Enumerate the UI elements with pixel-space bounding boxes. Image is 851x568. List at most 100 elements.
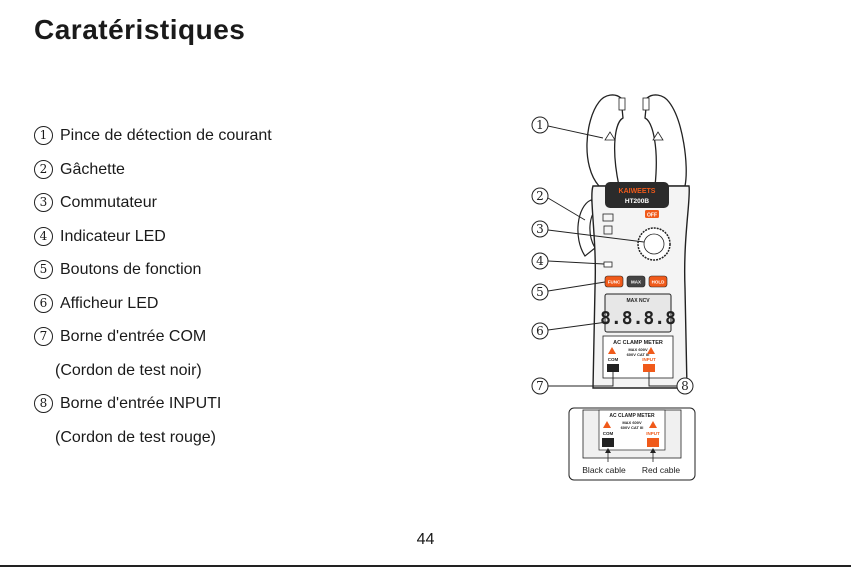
inset-panel-label: AC CLAMP METER <box>609 413 655 419</box>
feature-number: 7 <box>34 327 53 346</box>
inset-rating-line1: MAX 600V <box>622 420 642 425</box>
leader-line <box>648 372 677 387</box>
display-digits: 8.8.8.8 <box>600 308 676 329</box>
feature-number: 6 <box>34 293 53 313</box>
warning-triangle-icon <box>649 421 657 428</box>
feature-item-3: 3 Commutateur <box>34 191 272 225</box>
feature-item-1: 1 Pince de détection de courant <box>34 124 272 158</box>
page-title: Caratéristiques <box>34 14 246 45</box>
callout-5 <box>531 283 549 301</box>
feature-number: 4 <box>34 226 53 246</box>
func-button-label: FUNC <box>608 280 621 285</box>
callout-number: 7 <box>536 379 544 393</box>
inset-com-terminal <box>602 438 614 447</box>
feature-item-4: 4 Indicateur LED <box>34 225 272 259</box>
callout-6 <box>531 322 549 340</box>
page-number: 44 <box>416 531 435 548</box>
inset-input-label: INPUT <box>646 431 660 436</box>
feature-text: (Cordon de test rouge) <box>55 428 216 446</box>
clamp-jaw <box>586 94 624 187</box>
leader-line <box>547 197 586 221</box>
leader-line <box>547 125 604 139</box>
callout-2 <box>531 187 549 205</box>
hold-button-label: HOLD <box>652 280 665 285</box>
feature-item-6: 6 Afficheur LED <box>34 292 272 326</box>
warning-triangle-icon <box>603 421 611 428</box>
input-terminal <box>643 364 655 372</box>
com-terminal <box>607 364 619 372</box>
model-label: HT200B <box>625 198 650 205</box>
warning-triangle-icon <box>608 347 616 354</box>
feature-number: 1 <box>34 126 53 145</box>
leader-line <box>547 321 608 331</box>
leader-line <box>548 372 614 387</box>
max-button-label: MAX <box>631 280 641 285</box>
off-marker <box>645 210 659 218</box>
leader-line <box>547 281 606 292</box>
ce-mark <box>602 213 614 222</box>
leader-line <box>547 229 645 243</box>
rating-line2: 600V CAT III <box>627 352 650 357</box>
inset-com-label: COM <box>603 431 614 436</box>
clamp-jaw <box>644 94 687 187</box>
func-button <box>604 275 624 288</box>
rating-line1: MAX 600V <box>628 347 648 352</box>
display-status: MAX NCV <box>626 298 650 304</box>
feature-text: Commutateur <box>60 194 157 211</box>
feature-text: Borne d'entrée COM <box>60 328 207 345</box>
double-insulation-mark <box>603 225 613 235</box>
callout-3 <box>531 220 549 238</box>
callout-number: 1 <box>536 118 544 132</box>
black-cable-label: Black cable <box>582 465 626 475</box>
feature-text: Boutons de fonction <box>60 261 202 278</box>
warning-triangle-icon <box>604 131 616 141</box>
arrow-up-icon <box>650 448 656 453</box>
feature-list: 1 Pince de détection de courant 2 Gâchette… <box>34 124 272 459</box>
feature-text: Borne d'entrée INPUTI <box>60 395 222 412</box>
callout-number: 4 <box>536 254 544 268</box>
feature-text: Afficheur LED <box>60 294 159 312</box>
brand-band <box>605 182 669 208</box>
hold-button <box>648 275 668 288</box>
feature-item-2: 2 Gâchette <box>34 158 272 192</box>
warning-triangle-icon <box>647 347 655 354</box>
led-indicator <box>603 261 613 268</box>
red-cable-label: Red cable <box>642 465 681 475</box>
jaw-tip <box>618 97 626 111</box>
lcd-display <box>604 293 672 333</box>
bottom-rule <box>0 565 851 567</box>
callout-number: 2 <box>536 189 544 203</box>
brand-label: KAIWEETS <box>619 188 656 195</box>
feature-text: Gâchette <box>60 160 125 178</box>
clamp-meter-diagram: KAIWEETS HT200B OFF FUNC MAX HOLD MAX NC… <box>531 94 696 481</box>
jaw-tip <box>642 97 650 111</box>
callout-number: 8 <box>681 379 689 393</box>
max-button <box>626 275 646 288</box>
callout-number: 3 <box>536 222 544 236</box>
feature-item-5: 5 Boutons de fonction <box>34 258 272 292</box>
callout-1 <box>531 116 549 134</box>
feature-number: 8 <box>34 394 53 413</box>
input-label: INPUT <box>642 357 656 362</box>
leader-line <box>547 260 605 265</box>
callout-number: 6 <box>536 324 544 338</box>
feature-item-8-sub: (Cordon de test rouge) <box>34 426 272 460</box>
feature-text: Pince de détection de courant <box>60 127 272 144</box>
feature-number: 2 <box>34 159 53 179</box>
off-label: OFF <box>647 213 657 219</box>
feature-item-8: 8 Borne d'entrée INPUTI <box>34 392 272 426</box>
arrow-up-icon <box>605 448 611 453</box>
rotary-knob <box>643 233 665 255</box>
feature-item-7: 7 Borne d'entrée COM <box>34 325 272 359</box>
inset-rating-line2: 600V CAT III <box>621 425 644 430</box>
feature-item-7-sub: (Cordon de test noir) <box>34 359 272 393</box>
feature-number: 5 <box>34 260 53 279</box>
callout-number: 5 <box>536 285 544 299</box>
com-label: COM <box>608 357 619 362</box>
panel-label: AC CLAMP METER <box>613 340 663 346</box>
feature-text: (Cordon de test noir) <box>55 361 202 379</box>
feature-text: Indicateur LED <box>60 227 166 245</box>
warning-triangle-icon <box>652 131 664 141</box>
inset-input-terminal <box>647 438 659 447</box>
feature-number: 3 <box>34 193 53 212</box>
